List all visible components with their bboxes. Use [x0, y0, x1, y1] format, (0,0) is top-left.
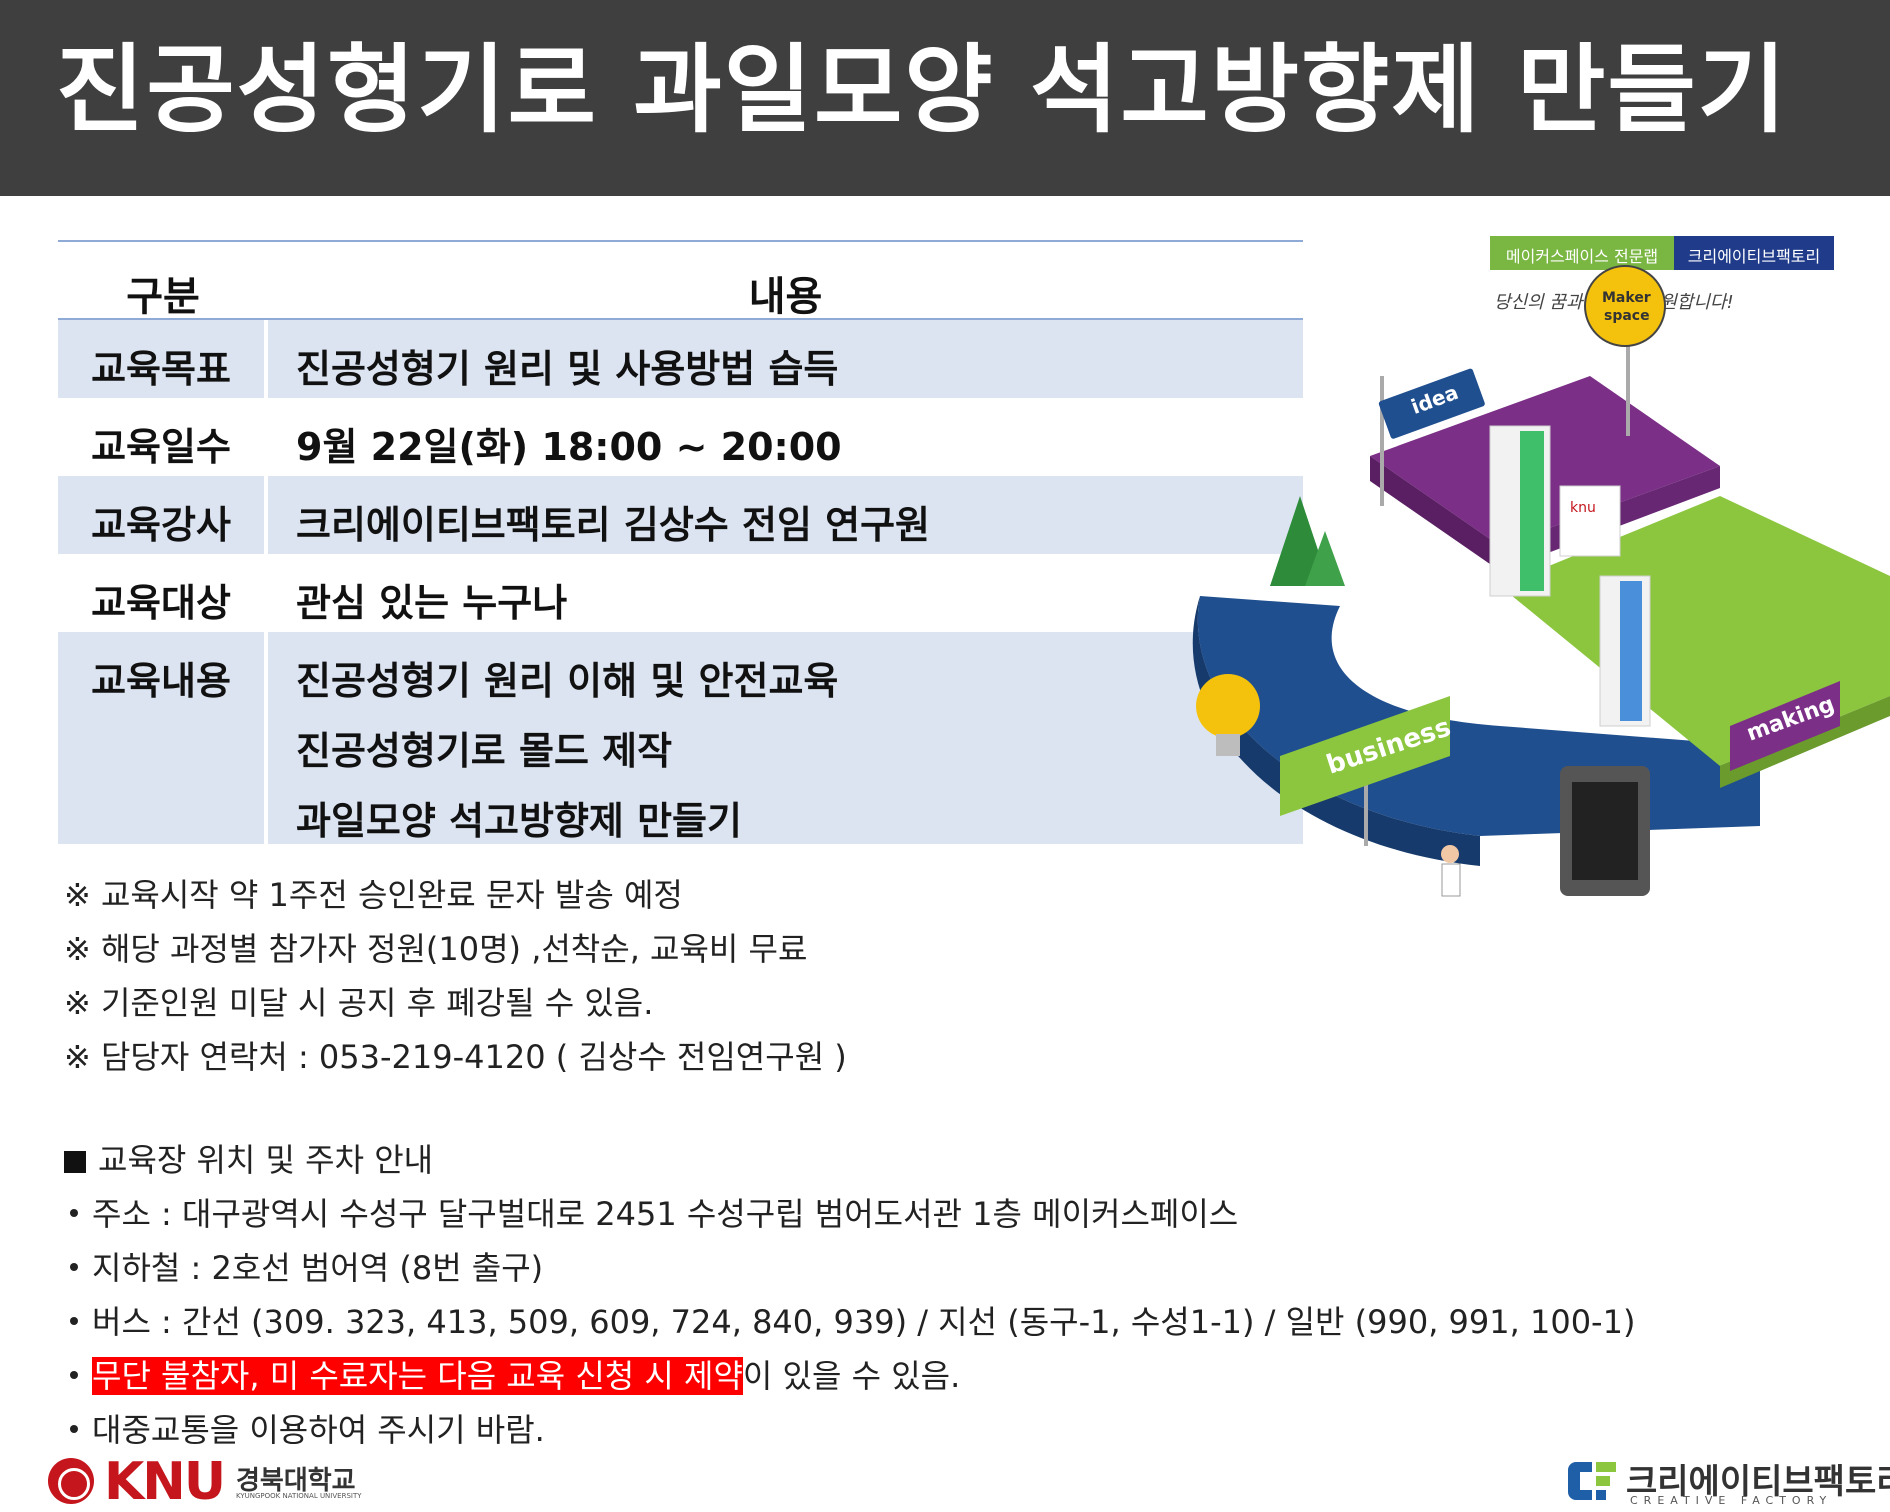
header-content: 내용	[748, 274, 823, 320]
knu-seal-icon	[48, 1458, 94, 1504]
row-line: 크리에이티브팩토리 김상수 전임 연구원	[296, 503, 931, 547]
location-heading-text: 교육장 위치 및 주차 안내	[98, 1141, 434, 1179]
note-item: ※ 기준인원 미달 시 공지 후 폐강될 수 있음.	[64, 984, 654, 1022]
location-heading: 교육장 위치 및 주차 안내	[64, 1135, 1635, 1189]
warning-line: 무단 불참자, 미 수료자는 다음 교육 신청 시 제약이 있을 수 있음.	[64, 1351, 1635, 1405]
table-header: 구분 내용	[58, 240, 1303, 320]
notes-list: ※ 교육시작 약 1주전 승인완료 문자 발송 예정 ※ 해당 과정별 참가자 …	[64, 870, 847, 1086]
header-category: 구분	[126, 274, 200, 320]
row-value: 크리에이티브팩토리 김상수 전임 연구원	[268, 476, 1303, 554]
cf-name: 크리에이티브팩토리	[1626, 1462, 1890, 1502]
row-line: 진공성형기로 몰드 제작	[296, 729, 673, 773]
note-item: ※ 교육시작 약 1주전 승인완료 문자 발송 예정	[64, 876, 683, 914]
tree	[1305, 531, 1345, 586]
bullet-icon	[70, 1317, 78, 1325]
warning-highlight: 무단 불참자, 미 수료자는 다음 교육 신청 시 제약	[92, 1357, 743, 1395]
table-row: 교육일수 9월 22일(화) 18:00 ~ 20:00	[58, 398, 1303, 476]
creative-factory-logo: 크리에이티브팩토리 CREATIVE FACTORY	[1566, 1454, 1890, 1510]
row-label: 교육대상	[91, 581, 231, 625]
makerspace-sign	[1584, 265, 1666, 347]
knu-wordmark: KNU	[104, 1452, 226, 1512]
address-line: 주소 : 대구광역시 수성구 달구벌대로 2451 수성구립 범어도서관 1층 …	[64, 1189, 1635, 1243]
bus-text: 버스 : 간선 (309. 323, 413, 509, 609, 724, 8…	[92, 1303, 1636, 1341]
makerspace-sign-text-2: space	[1604, 308, 1650, 324]
making-sign	[1730, 681, 1840, 771]
row-label: 교육일수	[91, 425, 231, 469]
green-platform	[1500, 496, 1890, 766]
transit-line: 대중교통을 이용하여 주시기 바람.	[64, 1405, 1635, 1459]
info-table: 구분 내용 교육목표 진공성형기 원리 및 사용방법 습득 교육일수 9월 22…	[58, 240, 1303, 844]
title-bar: 진공성형기로 과일모양 석고방향제 만들기	[0, 0, 1890, 196]
subway-line: 지하철 : 2호선 범어역 (8번 출구)	[64, 1243, 1635, 1297]
note-item: ※ 담당자 연락처 : 053-219-4120 ( 김상수 전임연구원 )	[64, 1038, 847, 1076]
bullet-icon	[70, 1209, 78, 1217]
row-label: 교육강사	[58, 476, 264, 554]
row-line: 진공성형기 원리 이해 및 안전교육	[296, 659, 839, 703]
subway-text: 지하철 : 2호선 범어역 (8번 출구)	[92, 1249, 544, 1287]
row-value: 진공성형기 원리 및 사용방법 습득	[268, 320, 1303, 398]
cf-mark-icon	[1568, 1462, 1616, 1500]
business-sign	[1280, 696, 1450, 816]
page-title: 진공성형기로 과일모양 석고방향제 만들기	[56, 34, 1789, 146]
cf-subtitle: CREATIVE FACTORY	[1630, 1494, 1833, 1507]
row-value: 관심 있는 누구나	[268, 554, 1303, 632]
transit-text: 대중교통을 이용하여 주시기 바람.	[92, 1411, 545, 1449]
row-line: 진공성형기 원리 및 사용방법 습득	[296, 347, 839, 391]
table-row: 교육대상 관심 있는 누구나	[58, 554, 1303, 632]
row-value: 진공성형기 원리 이해 및 안전교육 진공성형기로 몰드 제작 과일모양 석고방…	[268, 632, 1303, 844]
row-line: 과일모양 석고방향제 만들기	[296, 799, 742, 843]
row-line: 관심 있는 누구나	[296, 581, 568, 625]
idea-sign	[1378, 368, 1485, 439]
row-value: 9월 22일(화) 18:00 ~ 20:00	[268, 398, 1303, 476]
scientist-icon	[1441, 845, 1459, 863]
knu-building-logo: knu	[1570, 500, 1596, 516]
knu-building	[1559, 485, 1621, 557]
bullet-icon	[70, 1371, 78, 1379]
makerspace-illustration: knu idea Maker space business making	[1192, 265, 1890, 897]
makerspace-sign-text-1: Maker	[1602, 290, 1651, 306]
bus-line: 버스 : 간선 (309. 323, 413, 509, 609, 724, 8…	[64, 1297, 1635, 1351]
location-section: 교육장 위치 및 주차 안내 주소 : 대구광역시 수성구 달구벌대로 2451…	[64, 1135, 1635, 1459]
creative-factory-badge: 크리에이티브팩토리	[1674, 236, 1834, 270]
knu-english-name: KYUNGPOOK NATIONAL UNIVERSITY	[236, 1492, 362, 1500]
warning-rest: 이 있을 수 있음.	[742, 1357, 961, 1395]
knu-logo: KNU 경북대학교 KYUNGPOOK NATIONAL UNIVERSITY	[48, 1452, 368, 1512]
bullet-icon	[70, 1263, 78, 1271]
column-divider	[264, 322, 268, 852]
table-row: 교육내용 진공성형기 원리 이해 및 안전교육 진공성형기로 몰드 제작 과일모…	[58, 632, 1303, 844]
row-label: 교육목표	[58, 320, 264, 398]
note-item: ※ 해당 과정별 참가자 정원(10명) ,선착순, 교육비 무료	[64, 930, 808, 968]
table-row: 교육강사 크리에이티브팩토리 김상수 전임 연구원	[58, 476, 1303, 554]
square-bullet-icon	[64, 1151, 86, 1173]
address-text: 주소 : 대구광역시 수성구 달구벌대로 2451 수성구립 범어도서관 1층 …	[92, 1195, 1239, 1233]
bullet-icon	[70, 1425, 78, 1433]
lightbulb-icon	[1196, 674, 1260, 738]
table-row: 교육목표 진공성형기 원리 및 사용방법 습득	[58, 320, 1303, 398]
makerspace-lab-badge: 메이커스페이스 전문랩	[1490, 236, 1674, 270]
row-label: 교육내용	[58, 632, 264, 844]
row-line: 9월 22일(화) 18:00 ~ 20:00	[296, 425, 842, 469]
knu-korean-name: 경북대학교	[236, 1466, 356, 1496]
